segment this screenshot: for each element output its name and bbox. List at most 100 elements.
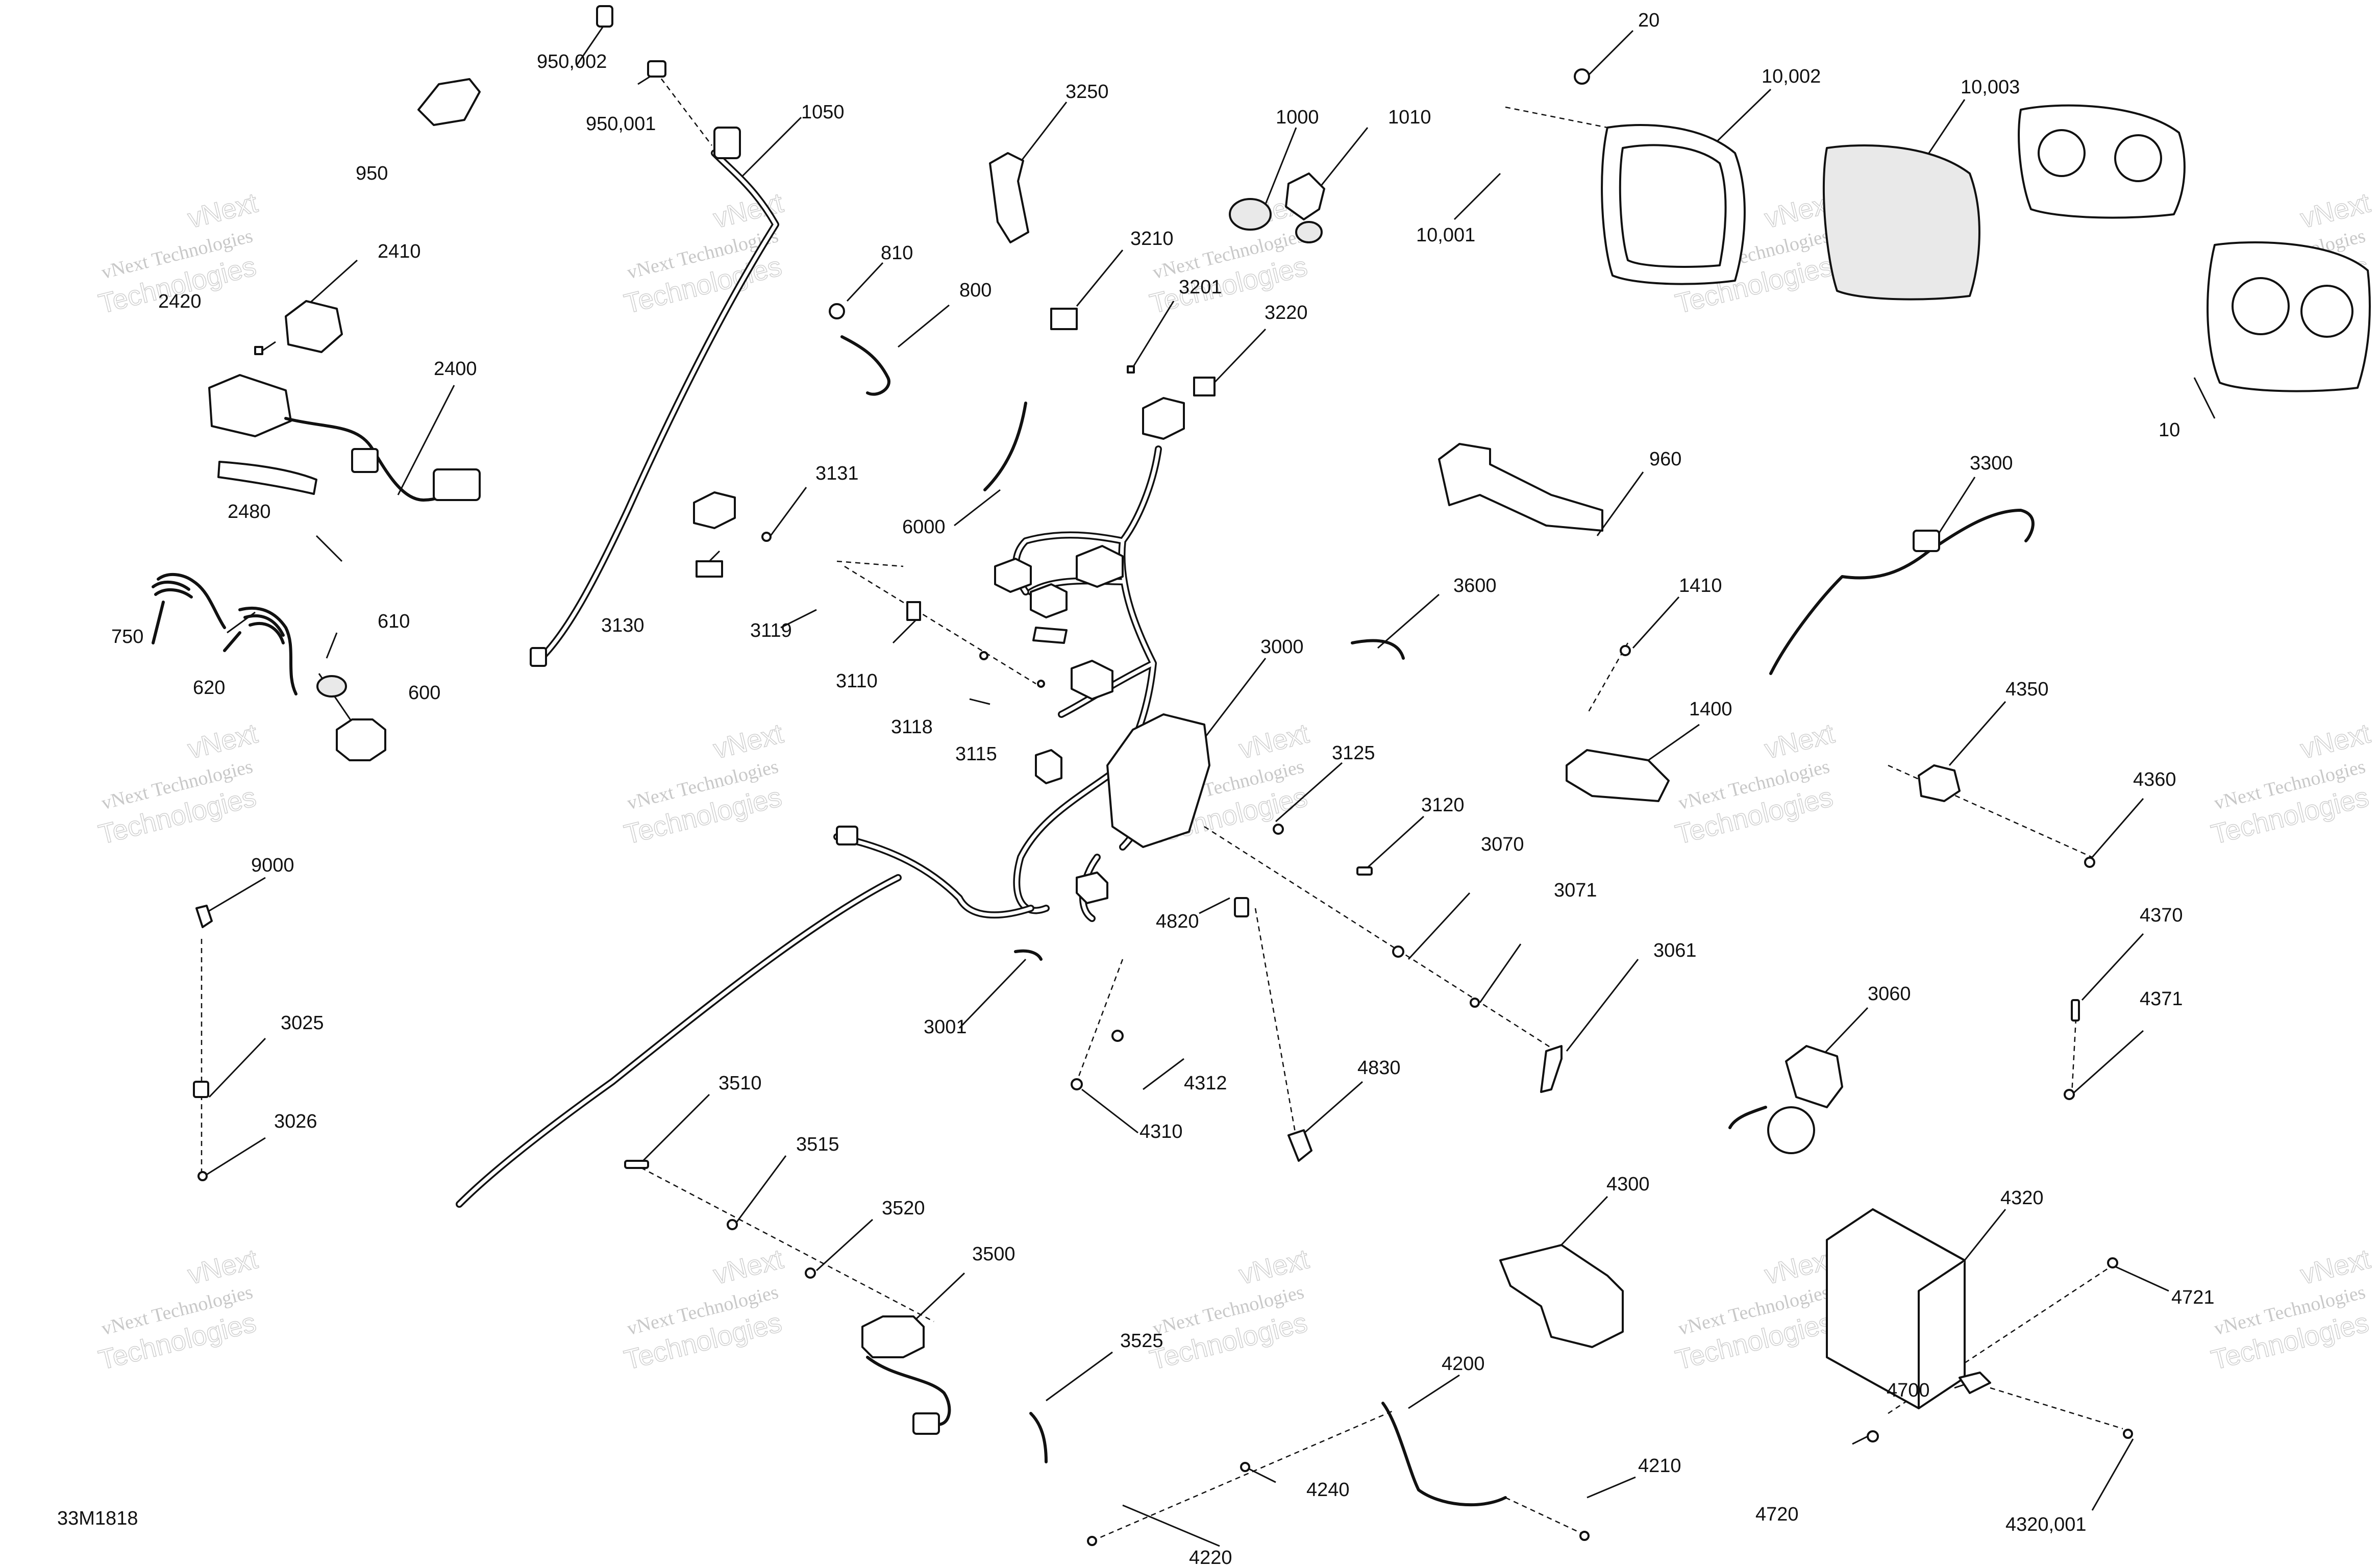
assembly-dashed-lines bbox=[201, 71, 2123, 1542]
ignition-1010-icon bbox=[1285, 172, 1325, 220]
nut-4220-icon bbox=[1087, 1536, 1097, 1546]
screw-4721-icon bbox=[2107, 1257, 2118, 1268]
callout-950001: 950,001 bbox=[586, 113, 656, 135]
sensor-3500-icon bbox=[861, 1315, 925, 1358]
gauge-cluster-10-icon bbox=[2207, 241, 2371, 392]
clip-3025-icon bbox=[193, 1081, 209, 1098]
cover-950-icon bbox=[417, 78, 481, 126]
callout-4320: 4320 bbox=[2000, 1187, 2044, 1209]
callout-4310: 4310 bbox=[1139, 1121, 1183, 1142]
screw-3125-icon bbox=[1273, 824, 1284, 835]
bracket-4300-icon bbox=[1499, 1244, 1624, 1348]
bracket-3061-icon bbox=[1540, 1045, 1563, 1093]
callout-3525: 3525 bbox=[1120, 1330, 1163, 1352]
callout-4830: 4830 bbox=[1357, 1057, 1401, 1079]
washer-4371-icon bbox=[2064, 1089, 2075, 1100]
callout-3520: 3520 bbox=[882, 1198, 925, 1219]
cap-610-icon bbox=[316, 675, 347, 698]
nut-3071-icon bbox=[1470, 998, 1480, 1008]
callout-3110: 3110 bbox=[836, 670, 878, 692]
callout-750: 750 bbox=[111, 626, 143, 648]
callout-3060: 3060 bbox=[1868, 983, 1911, 1005]
wire-3525-icon bbox=[1029, 1412, 1048, 1463]
callout-1010: 1010 bbox=[1388, 107, 1431, 128]
switch-600-icon bbox=[336, 718, 386, 761]
callout-4320001: 4320,001 bbox=[2005, 1514, 2087, 1535]
callout-3001: 3001 bbox=[924, 1016, 967, 1038]
callout-3130: 3130 bbox=[601, 615, 645, 636]
fuse-3220-icon bbox=[1193, 377, 1216, 396]
callout-620: 620 bbox=[193, 677, 225, 699]
light-1400-icon bbox=[1566, 749, 1670, 802]
callout-6000: 6000 bbox=[902, 516, 946, 538]
callout-1000: 1000 bbox=[1276, 107, 1319, 128]
nut-3070-icon bbox=[1392, 945, 1404, 958]
wire-3600-icon bbox=[1351, 639, 1405, 660]
harness-3300-icon bbox=[1769, 509, 2035, 675]
callout-3120: 3120 bbox=[1421, 794, 1465, 816]
nut-4240-icon bbox=[1240, 1462, 1250, 1472]
nut-20-icon bbox=[1574, 68, 1590, 85]
relay-3130-icon bbox=[693, 491, 736, 578]
switch-2400-icon bbox=[208, 374, 292, 437]
washer-4312-icon bbox=[1111, 1030, 1124, 1042]
callout-10001: 10,001 bbox=[1416, 225, 1475, 246]
callout-4820: 4820 bbox=[1156, 911, 1199, 932]
callout-3600: 3600 bbox=[1453, 575, 1497, 596]
ignition-1000-icon bbox=[1229, 198, 1272, 231]
callout-800: 800 bbox=[959, 280, 992, 301]
callout-4300: 4300 bbox=[1606, 1174, 1650, 1195]
callout-10002: 10,002 bbox=[1762, 66, 1821, 87]
callout-3000: 3000 bbox=[1260, 636, 1304, 658]
bracket-960-icon bbox=[1438, 443, 1603, 532]
callout-3220: 3220 bbox=[1265, 302, 1308, 323]
callout-610: 610 bbox=[378, 611, 410, 632]
lens-10003-icon bbox=[1822, 144, 1980, 301]
harness-800-icon bbox=[840, 335, 890, 396]
coil-cord-750-icon bbox=[152, 573, 226, 644]
wire-4200-icon bbox=[1381, 1402, 1507, 1507]
grip-2480-icon bbox=[217, 461, 317, 495]
callout-3500: 3500 bbox=[972, 1243, 1015, 1265]
fuse-3110-icon bbox=[906, 601, 921, 621]
callout-4312: 4312 bbox=[1184, 1073, 1227, 1094]
callout-3025: 3025 bbox=[281, 1012, 324, 1034]
nut-3520-icon bbox=[805, 1267, 816, 1279]
callout-3300: 3300 bbox=[1970, 453, 2013, 474]
callout-1050: 1050 bbox=[801, 102, 845, 123]
clip-3118-icon bbox=[979, 651, 988, 660]
callout-3115: 3115 bbox=[955, 743, 997, 765]
wire-3001-icon bbox=[1014, 949, 1043, 961]
callout-950: 950 bbox=[356, 163, 388, 184]
nut-3515-icon bbox=[727, 1219, 738, 1230]
callout-600: 600 bbox=[408, 682, 440, 704]
callout-4210: 4210 bbox=[1638, 1455, 1681, 1477]
screw-3131-icon bbox=[761, 532, 772, 542]
fuse-box-3000-icon bbox=[1106, 713, 1210, 848]
callout-labels: 950,002 950,001 950 1050 2410 2420 2400 … bbox=[57, 10, 2215, 1568]
clip-9000-icon bbox=[195, 905, 213, 928]
boot-4830-icon bbox=[1287, 1129, 1312, 1162]
bracket-4700-icon bbox=[1959, 1372, 1991, 1394]
washer-4310-icon bbox=[1071, 1078, 1083, 1090]
fuse-3115-icon bbox=[1037, 680, 1045, 688]
callout-4220: 4220 bbox=[1189, 1547, 1232, 1568]
callout-960: 960 bbox=[1649, 449, 1681, 470]
callout-2410: 2410 bbox=[378, 241, 421, 262]
callout-4700: 4700 bbox=[1887, 1380, 1930, 1401]
callout-3515: 3515 bbox=[796, 1134, 839, 1155]
callout-4240: 4240 bbox=[1306, 1479, 1350, 1501]
callout-4720: 4720 bbox=[1755, 1504, 1799, 1525]
nut-4210-icon bbox=[1579, 1531, 1590, 1541]
callout-3070: 3070 bbox=[1481, 834, 1524, 855]
callout-3510: 3510 bbox=[718, 1073, 762, 1094]
screw-4320001-icon bbox=[2123, 1429, 2133, 1439]
